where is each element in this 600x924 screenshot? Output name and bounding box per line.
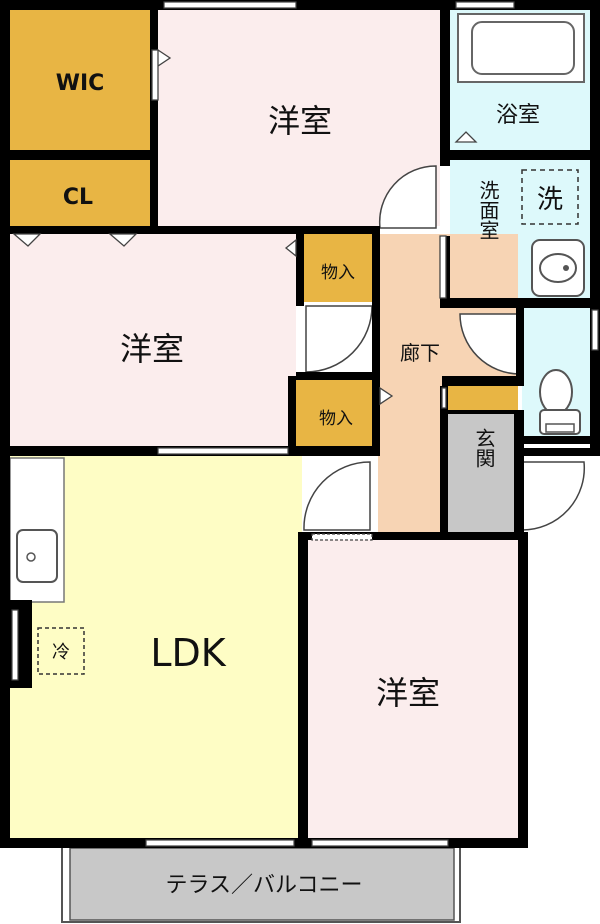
wall <box>440 298 600 308</box>
basin-bowl <box>539 253 577 283</box>
wall <box>296 234 304 306</box>
label-wic: WIC <box>56 71 105 96</box>
window-toilet <box>591 309 599 351</box>
door-swing-ldk <box>303 461 371 531</box>
label-bedroom-middle: 洋室 <box>120 330 184 368</box>
storage-upper <box>304 234 372 302</box>
label-bedroom-bottom: 洋室 <box>376 674 440 712</box>
entrance-shelf <box>448 386 518 410</box>
label-hallway: 廊下 <box>400 341 440 365</box>
storage-lower-door <box>379 386 394 406</box>
label-fridge: 冷 <box>52 642 70 663</box>
label-entrance: 玄関 <box>472 428 496 468</box>
label-ldk: LDK <box>150 631 226 675</box>
window-bath <box>455 1 515 9</box>
label-washer: 洗 <box>537 185 563 215</box>
wall <box>296 372 380 380</box>
toilet-tank-lid <box>545 423 575 433</box>
wash-basin <box>531 239 585 297</box>
window-ldk <box>145 839 295 847</box>
wall <box>150 0 158 234</box>
label-balcony: テラス／バルコニー <box>165 873 362 898</box>
wall <box>516 436 600 444</box>
window-kitchen <box>11 609 19 681</box>
entrance-room <box>448 412 518 532</box>
closet-room <box>10 160 150 228</box>
door-swing-entrance <box>521 461 586 531</box>
wall <box>516 306 524 378</box>
wall <box>518 534 528 846</box>
wall <box>514 410 524 534</box>
label-cl: CL <box>63 185 93 210</box>
wall <box>590 0 600 452</box>
basin-drain <box>563 265 569 271</box>
bedroom-middle <box>10 234 296 446</box>
storage-upper-door <box>284 238 297 258</box>
wic-room <box>10 10 150 150</box>
wall <box>288 376 296 452</box>
toilet-bowl <box>539 369 573 415</box>
wall <box>442 376 524 386</box>
wall <box>524 448 600 456</box>
bedroom-bottom <box>306 540 522 838</box>
door-swing-storage-upper <box>305 305 373 373</box>
wall <box>372 226 380 456</box>
closet-door <box>12 233 138 247</box>
door-swing-bedroom-top <box>378 165 437 229</box>
wall <box>0 0 10 848</box>
fridge-space <box>37 627 85 675</box>
label-bedroom-top: 洋室 <box>268 102 332 140</box>
washer-space <box>521 169 579 225</box>
entrance-step <box>441 387 447 409</box>
bathtub-inner <box>471 21 575 75</box>
label-bath: 浴室 <box>496 103 540 128</box>
storage-lower <box>296 380 372 446</box>
window-bedroom-bottom <box>311 839 449 847</box>
sink-drain <box>26 552 36 562</box>
wall <box>10 150 158 160</box>
wall <box>448 410 518 414</box>
wall <box>10 226 380 234</box>
ldk-opening <box>311 533 373 541</box>
label-storage-upper: 物入 <box>321 263 355 283</box>
wall <box>440 386 448 534</box>
wall <box>450 150 590 160</box>
label-washroom: 洗面室 <box>476 180 500 240</box>
window-bedroom-top <box>163 1 297 9</box>
label-storage-lower: 物入 <box>319 409 353 429</box>
wall <box>440 0 450 166</box>
balcony-area <box>70 848 454 920</box>
window-middle <box>157 447 289 455</box>
bath-door <box>454 131 478 143</box>
washroom-door <box>439 235 447 299</box>
wall <box>444 0 600 10</box>
wic-door <box>151 48 172 101</box>
wall <box>298 532 308 842</box>
kitchen-sink <box>16 529 58 583</box>
wall <box>298 532 528 540</box>
